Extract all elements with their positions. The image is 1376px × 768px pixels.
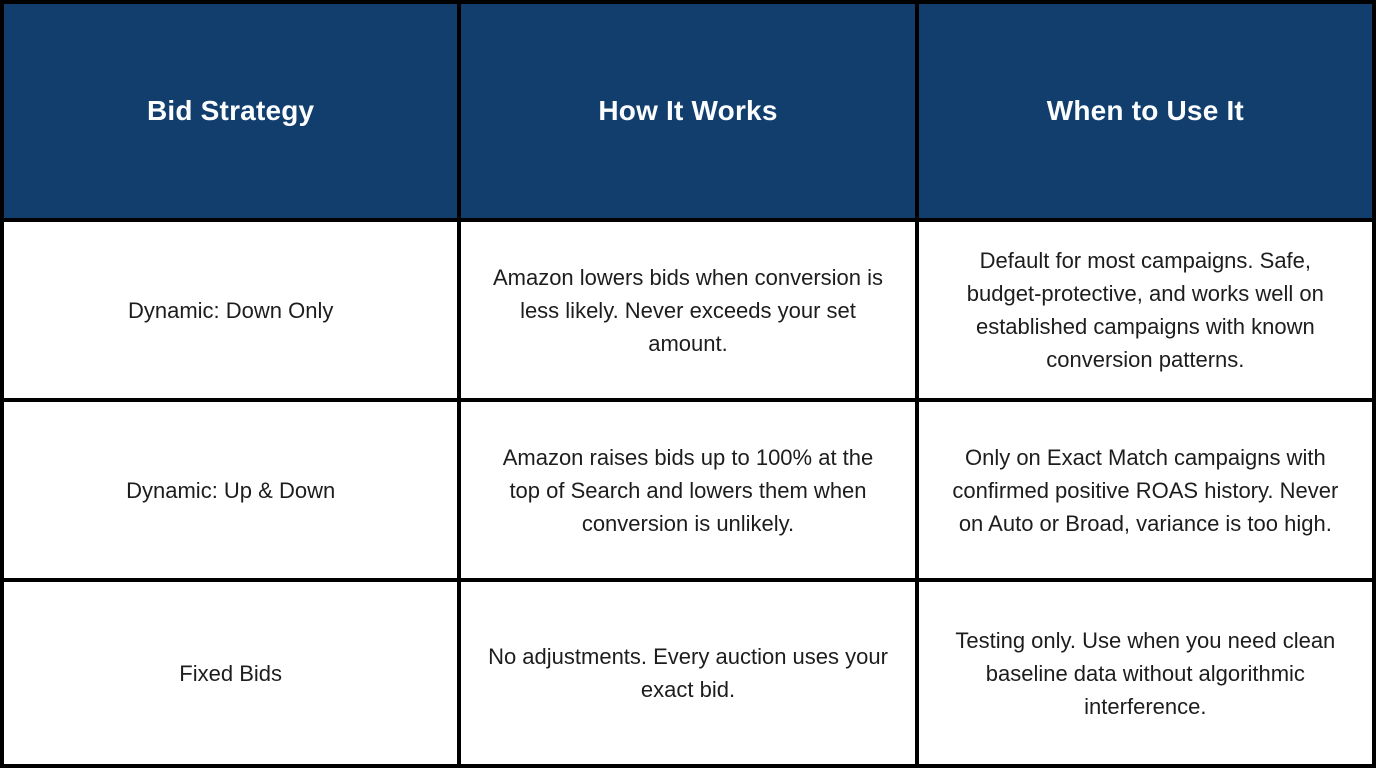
cell-how-it-works-dynamic-down-only: Amazon lowers bids when conversion is le…: [457, 218, 919, 402]
column-header-when-to-use-it: When to Use It: [914, 0, 1376, 222]
cell-when-to-use-dynamic-down-only: Default for most campaigns. Safe, budget…: [914, 218, 1376, 402]
cell-strategy-fixed-bids: Fixed Bids: [0, 578, 462, 768]
cell-strategy-dynamic-up-down: Dynamic: Up & Down: [0, 398, 462, 582]
cell-how-it-works-dynamic-up-down: Amazon raises bids up to 100% at the top…: [457, 398, 919, 582]
table-row: Dynamic: Down Only Amazon lowers bids wh…: [0, 218, 1376, 402]
column-header-how-it-works: How It Works: [457, 0, 919, 222]
column-header-bid-strategy: Bid Strategy: [0, 0, 462, 222]
cell-how-it-works-fixed-bids: No adjustments. Every auction uses your …: [457, 578, 919, 768]
table-header-row: Bid Strategy How It Works When to Use It: [0, 0, 1376, 222]
cell-strategy-dynamic-down-only: Dynamic: Down Only: [0, 218, 462, 402]
table-row: Dynamic: Up & Down Amazon raises bids up…: [0, 398, 1376, 582]
cell-when-to-use-dynamic-up-down: Only on Exact Match campaigns with confi…: [914, 398, 1376, 582]
cell-when-to-use-fixed-bids: Testing only. Use when you need clean ba…: [914, 578, 1376, 768]
table-row: Fixed Bids No adjustments. Every auction…: [0, 578, 1376, 768]
